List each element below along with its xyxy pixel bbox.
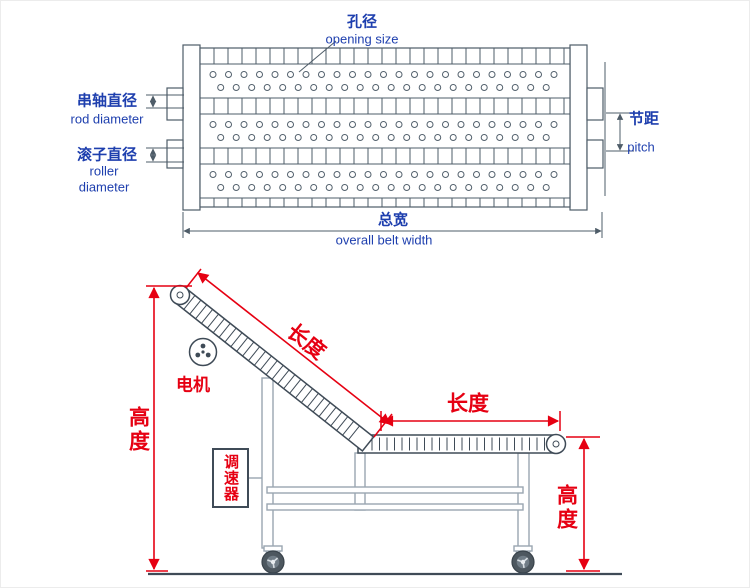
caster-wheels xyxy=(261,545,535,574)
opening-size-label-en: opening size xyxy=(325,31,399,47)
speed-controller-label: 调速器 xyxy=(222,454,239,502)
lower-rail xyxy=(266,503,524,511)
opening-size-leader xyxy=(298,40,337,73)
chain-plate-pattern xyxy=(200,47,570,208)
horizontal-belt xyxy=(357,434,557,454)
incline-length-dimension xyxy=(197,272,391,425)
speed-controller-box: 调速器 xyxy=(212,448,249,508)
tail-roller xyxy=(545,433,567,455)
overall-width-label-en: overall belt width xyxy=(335,232,433,248)
middle-leg xyxy=(354,452,366,511)
right-shaft xyxy=(569,44,588,211)
height-left-label: 高度 xyxy=(126,406,150,454)
roller-diameter-label-en2: diameter xyxy=(78,179,130,195)
roller-diameter-label-cn: 滚子直径 xyxy=(76,146,138,164)
upper-rail xyxy=(266,486,524,494)
left-shaft xyxy=(182,44,201,211)
left-leg xyxy=(261,377,274,549)
opening-size-label-cn: 孔径 xyxy=(346,13,378,31)
motor-label: 电机 xyxy=(176,375,210,395)
motor-icon xyxy=(188,337,218,367)
overall-width-label-cn: 总宽 xyxy=(377,211,409,229)
inclined-belt xyxy=(173,286,375,453)
pitch-label-en: pitch xyxy=(627,139,655,155)
left-bearing-bottom xyxy=(166,139,184,169)
rod-diameter-label-cn: 串轴直径 xyxy=(76,92,138,110)
pitch-label-cn: 节距 xyxy=(628,110,660,128)
height-right-label: 高度 xyxy=(554,484,578,532)
right-leg xyxy=(517,452,530,549)
horizontal-length-label: 长度 xyxy=(447,392,489,416)
left-bearing-top xyxy=(166,87,184,121)
perforation-holes xyxy=(209,71,558,191)
belt-cleats xyxy=(183,295,545,451)
rod-diameter-label-en: rod diameter xyxy=(70,111,144,127)
roller-diameter-label-en1: roller xyxy=(89,163,119,179)
belt-top-view xyxy=(146,40,634,238)
red-dimensions xyxy=(146,268,600,572)
right-bearing-bottom xyxy=(586,139,604,169)
conveyor-side-view xyxy=(148,284,622,576)
right-bearing-top xyxy=(586,87,604,121)
